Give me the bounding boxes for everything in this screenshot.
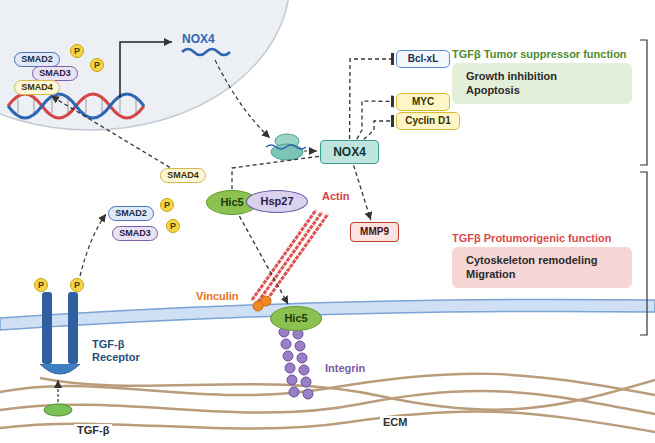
vinculin-label: Vinculin — [196, 290, 239, 303]
function-panel: TGFβ Tumor suppressor functionGrowth inh… — [452, 48, 632, 104]
inhibition-connector — [364, 121, 394, 139]
smad2-protein: SMAD2 — [108, 206, 154, 221]
inhibition-connector — [350, 59, 394, 139]
receptor-label: TGF-β Receptor — [92, 338, 154, 364]
node-text: Bcl-xL — [408, 53, 439, 64]
node-text: P — [74, 281, 80, 290]
node-text: SMAD4 — [167, 170, 199, 180]
binding-arrow — [57, 380, 58, 402]
phosphorylation-arrow — [80, 214, 106, 276]
function-heading: TGFβ Protumorigenic function — [452, 232, 632, 244]
node-text: SMAD3 — [119, 228, 151, 238]
smad4-protein: SMAD4 — [14, 80, 60, 95]
tgfb-ligand — [44, 404, 72, 416]
hic5-protein: Hic5 — [270, 306, 322, 331]
node-text: SMAD2 — [115, 208, 147, 218]
dashed-connector — [354, 165, 371, 220]
node-text: P — [74, 47, 80, 56]
function-panel: TGFβ Protumorigenic functionCytoskeleton… — [452, 232, 632, 288]
node-text: MYC — [412, 96, 434, 107]
target-box: Bcl-xL — [396, 50, 450, 68]
node-text: Hic5 — [284, 312, 307, 324]
mrna-strand — [182, 49, 230, 55]
phosphate-circle: P — [34, 278, 48, 292]
smad2-protein: SMAD2 — [14, 52, 60, 67]
inhibition-connector — [357, 101, 394, 139]
node-text: Hsp27 — [260, 195, 293, 207]
mrna-label: NOX4 — [182, 32, 215, 46]
vinculin-shape — [253, 296, 271, 311]
node-text: SMAD3 — [39, 68, 71, 78]
node-text: P — [170, 222, 176, 231]
actin-filament — [252, 210, 328, 304]
target-box: Cyclin D1 — [396, 112, 460, 130]
dna-helix — [8, 94, 144, 118]
nox4-box: NOX4 — [320, 140, 379, 164]
protein-arrow — [304, 150, 317, 151]
ribosome — [266, 134, 306, 160]
dashed-connector — [239, 216, 288, 304]
transcription-arrow — [120, 42, 172, 98]
node-text: SMAD2 — [21, 54, 53, 64]
bracket — [640, 172, 647, 335]
dashed-connector — [232, 156, 319, 189]
phosphate-circle: P — [70, 44, 84, 58]
dashed-connector — [51, 96, 170, 168]
integrin-label: Integrin — [322, 362, 368, 375]
function-box: Cytoskeleton remodelingMigration — [452, 247, 632, 288]
nucleus — [0, 0, 290, 130]
target-box: MYC — [396, 93, 450, 111]
node-text: MMP9 — [360, 226, 389, 237]
hsp27-protein: Hsp27 — [246, 190, 308, 213]
cell-membrane — [0, 299, 655, 330]
integrin-shape — [279, 327, 313, 399]
function-heading: TGFβ Tumor suppressor function — [452, 48, 632, 60]
translation-arrow — [215, 60, 270, 138]
function-box: Growth inhibitionApoptosis — [452, 63, 632, 104]
smad3-protein: SMAD3 — [32, 66, 78, 81]
phosphate-circle: P — [90, 58, 104, 72]
phosphate-circle: P — [166, 219, 180, 233]
node-text: P — [164, 201, 170, 210]
function-item: Cytoskeleton remodeling — [466, 253, 618, 267]
bracket — [640, 40, 647, 165]
phosphate-circle: P — [160, 198, 174, 212]
node-text: NOX4 — [333, 145, 366, 159]
actin-label: Actin — [322, 190, 350, 203]
function-item: Growth inhibition — [466, 69, 618, 83]
node-text: Hic5 — [220, 196, 243, 208]
ligand-label: TGF-β — [74, 424, 112, 437]
node-text: P — [38, 281, 44, 290]
receptor — [40, 292, 80, 374]
ecm-label: ECM — [380, 416, 410, 429]
function-item: Apoptosis — [466, 83, 618, 97]
smad4-protein: SMAD4 — [160, 168, 206, 183]
node-text: P — [94, 61, 100, 70]
node-text: SMAD4 — [21, 82, 53, 92]
phosphate-circle: P — [70, 278, 84, 292]
function-item: Migration — [466, 267, 618, 281]
smad3-protein: SMAD3 — [112, 226, 158, 241]
node-text: Cyclin D1 — [405, 115, 451, 126]
mmp9-box: MMP9 — [350, 222, 399, 242]
